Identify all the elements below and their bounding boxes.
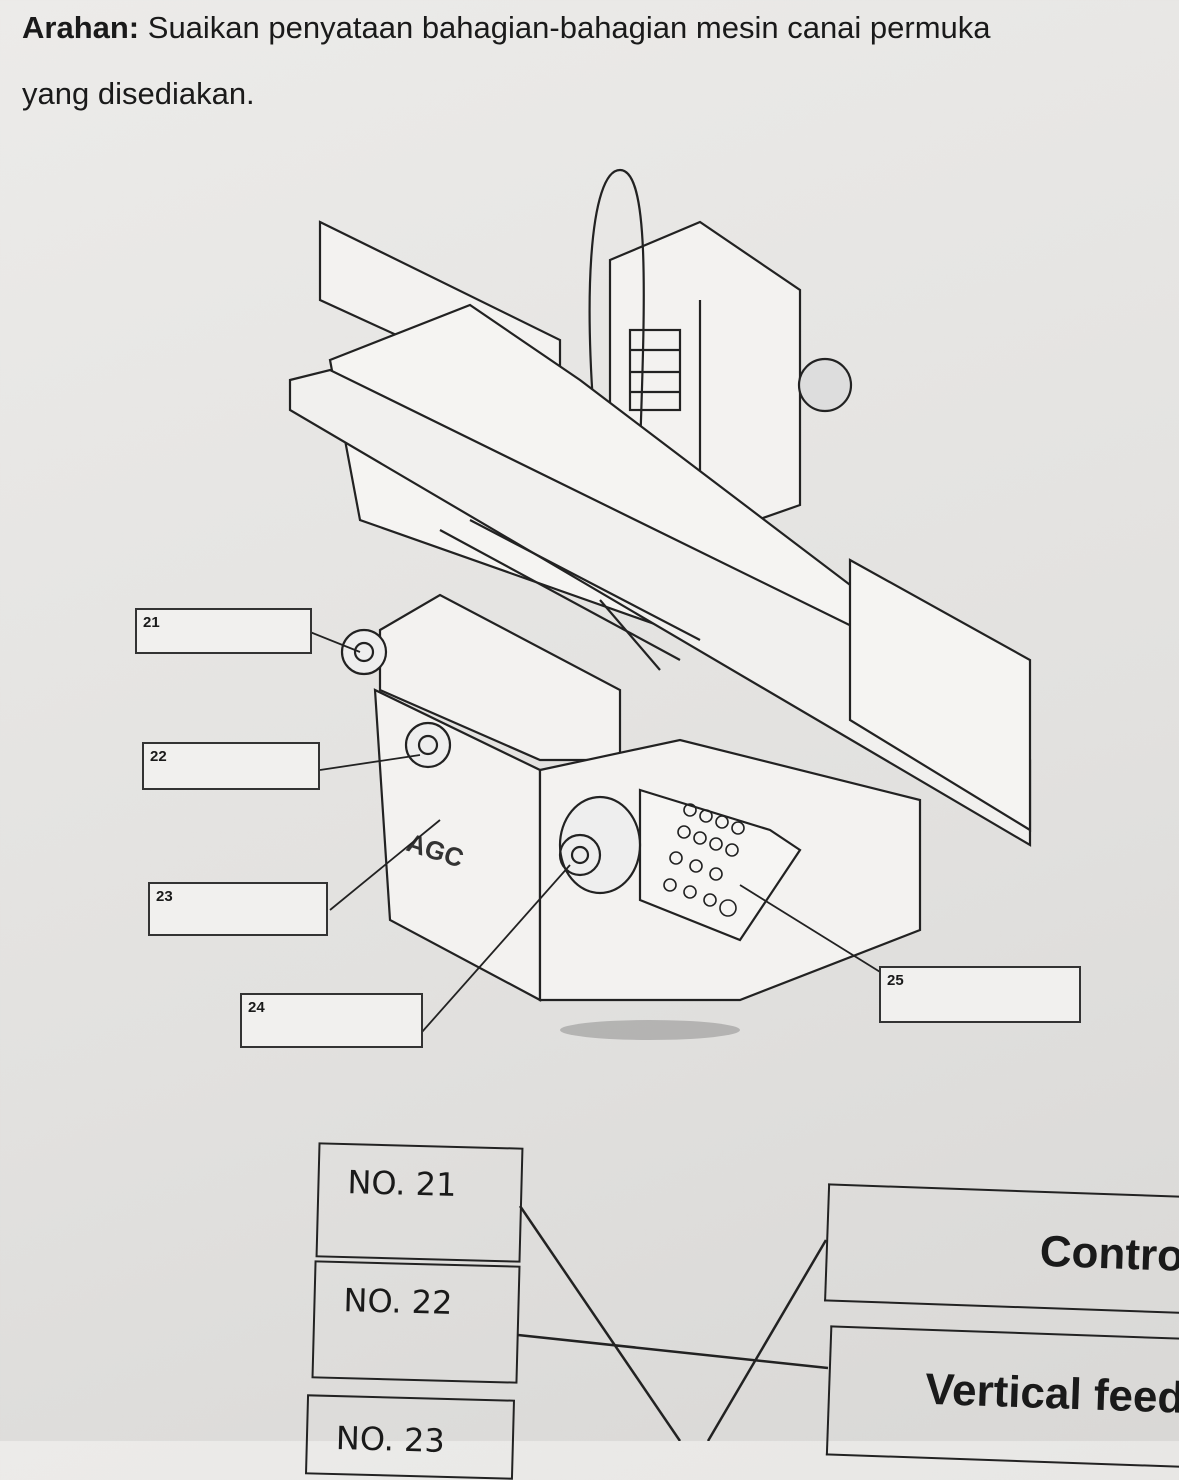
label-number: 23 bbox=[156, 888, 173, 905]
number-box-22[interactable]: NO. 22 bbox=[311, 1260, 521, 1384]
label-number: 22 bbox=[150, 748, 167, 765]
surface-grinder-diagram: AGC bbox=[288, 168, 1032, 1441]
number-label: NO. 22 bbox=[343, 1281, 453, 1322]
label-box-23[interactable]: 23 bbox=[148, 882, 328, 936]
instruction-line-2: yang disediakan. bbox=[22, 76, 255, 111]
label-box-22[interactable]: 22 bbox=[142, 742, 320, 790]
instruction-line-1: Arahan: Suaikan penyataan bahagian-bahag… bbox=[22, 12, 991, 43]
number-box-23[interactable]: NO. 23 bbox=[304, 1394, 516, 1480]
instruction-prefix: Arahan: bbox=[22, 10, 140, 45]
instruction-text: Suaikan penyataan bahagian-bahagian mesi… bbox=[147, 10, 991, 45]
answer-label: Vertical feed bbox=[924, 1364, 1179, 1423]
label-number: 21 bbox=[143, 614, 160, 631]
answer-box-control[interactable]: Contro bbox=[824, 1183, 1179, 1315]
label-box-25[interactable]: 25 bbox=[879, 966, 1081, 1023]
label-box-24[interactable]: 24 bbox=[240, 993, 423, 1048]
answer-box-vertical-feed[interactable]: Vertical feed bbox=[825, 1325, 1179, 1469]
number-label: NO. 23 bbox=[335, 1419, 446, 1460]
answer-label: Contro bbox=[1039, 1226, 1179, 1281]
label-box-21[interactable]: 21 bbox=[135, 608, 312, 654]
number-box-21[interactable]: NO. 21 bbox=[315, 1142, 524, 1263]
label-number: 25 bbox=[887, 972, 904, 989]
number-label: NO. 21 bbox=[347, 1163, 457, 1204]
label-number: 24 bbox=[248, 999, 265, 1016]
